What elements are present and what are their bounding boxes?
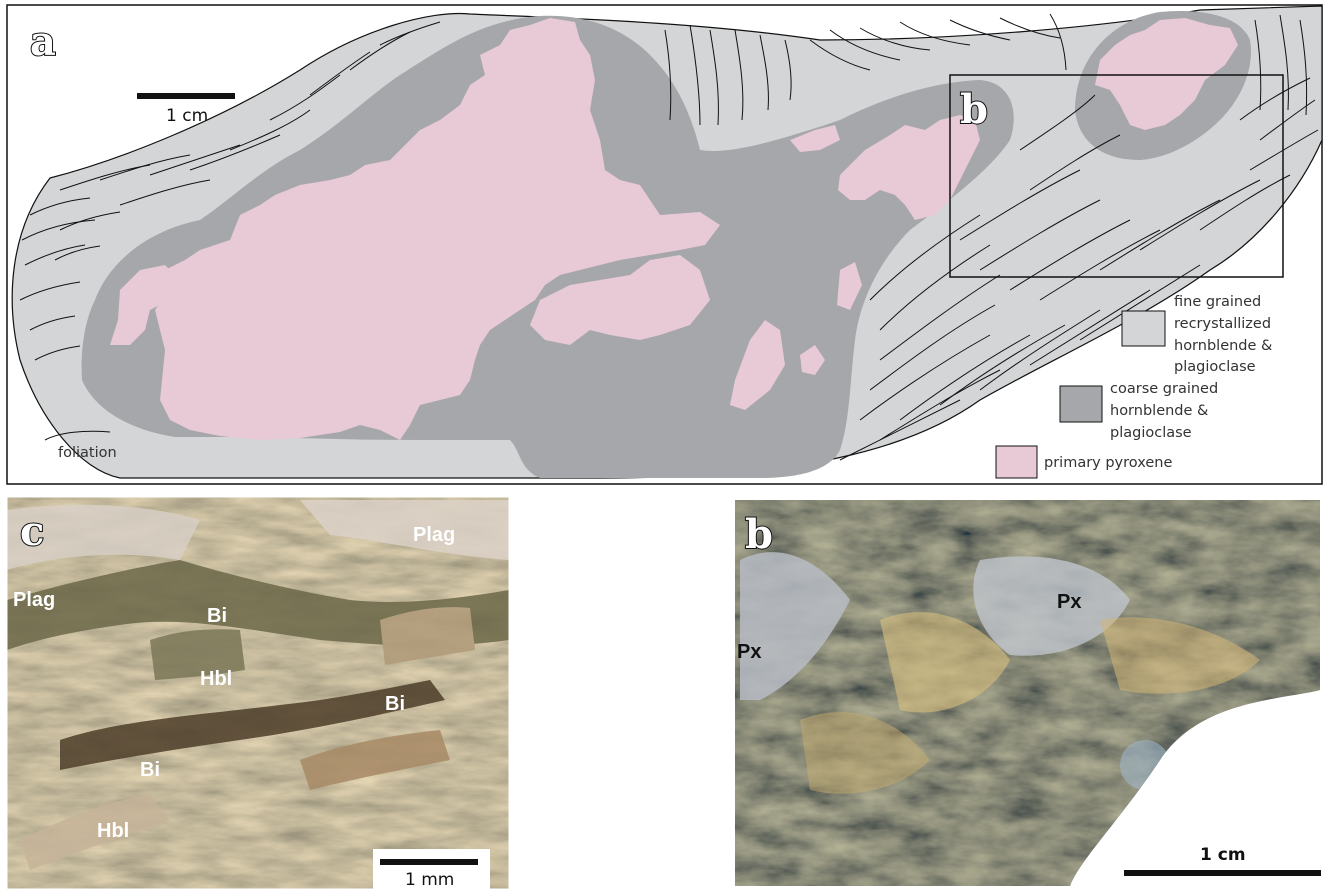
legend-swatch-fine <box>1121 310 1166 347</box>
legend-coarse-line-2: hornblende & <box>1110 403 1208 419</box>
legend-fine-line-3: hornblende & <box>1174 338 1272 354</box>
legend: fine grained recrystallized hornblende &… <box>995 294 1272 479</box>
panel-a-scale-label: 1 cm <box>166 106 208 126</box>
legend-fine-line-2: recrystallized <box>1174 316 1271 332</box>
legend-fine-line-1: fine grained <box>1174 294 1261 310</box>
panel-a-letter: a <box>30 18 56 65</box>
foliation-key-line <box>44 430 111 441</box>
panel-c: c Plag Plag Bi Hbl Bi Bi Hbl 1 mm <box>6 496 510 890</box>
panel-b-letter: b <box>745 511 773 558</box>
mineral-label-plag-1: Plag <box>413 524 455 546</box>
panel-c-frame <box>6 496 510 890</box>
pyroxene-left <box>110 265 180 345</box>
legend-fine-line-4: plagioclase <box>1174 359 1256 375</box>
mineral-label-bi-3: Bi <box>140 759 160 781</box>
mineral-label-plag-2: Plag <box>13 589 55 611</box>
inset-b-rectangle <box>949 74 1284 278</box>
legend-coarse-line-3: plagioclase <box>1110 425 1192 441</box>
foliation-label: foliation <box>58 445 117 461</box>
pyroxene-small-2 <box>730 320 785 410</box>
legend-pyroxene-line-1: primary pyroxene <box>1044 455 1172 471</box>
pyroxene-small-4 <box>837 262 862 310</box>
panel-a: b a 1 cm foliation fine grained recrysta… <box>6 4 1323 485</box>
mineral-label-bi-1: Bi <box>207 605 227 627</box>
pyroxene-small-1 <box>420 330 475 370</box>
panel-b-scale-label: 1 cm <box>1200 845 1246 865</box>
panel-c-scale-box <box>373 849 490 889</box>
pyroxene-right <box>838 115 980 220</box>
pyroxene-upper-right <box>1095 18 1238 130</box>
mineral-label-bi-2: Bi <box>385 693 405 715</box>
rock-features <box>740 552 1260 794</box>
mineral-label-hbl-2: Hbl <box>97 820 129 842</box>
mineral-label-px-2: Px <box>737 641 761 663</box>
panel-b: b Px Px 1 cm <box>735 500 1321 886</box>
pyroxene-small-5 <box>790 125 840 152</box>
mineral-label-px-1: Px <box>1057 591 1081 613</box>
inset-b-letter: b <box>960 86 988 133</box>
foliation-lines <box>19 13 1319 461</box>
pyroxene-small-3 <box>800 345 825 375</box>
legend-coarse-line-1: coarse grained <box>1110 381 1218 397</box>
pyroxene-main <box>155 18 720 440</box>
micrograph-grains <box>7 500 509 870</box>
mineral-label-hbl-1: Hbl <box>200 668 232 690</box>
legend-swatch-coarse <box>1059 385 1103 423</box>
panel-c-letter: c <box>20 508 44 555</box>
legend-swatch-pyroxene <box>995 445 1038 479</box>
panel-c-scale-label: 1 mm <box>405 870 454 890</box>
pyroxene-mid <box>530 255 710 345</box>
